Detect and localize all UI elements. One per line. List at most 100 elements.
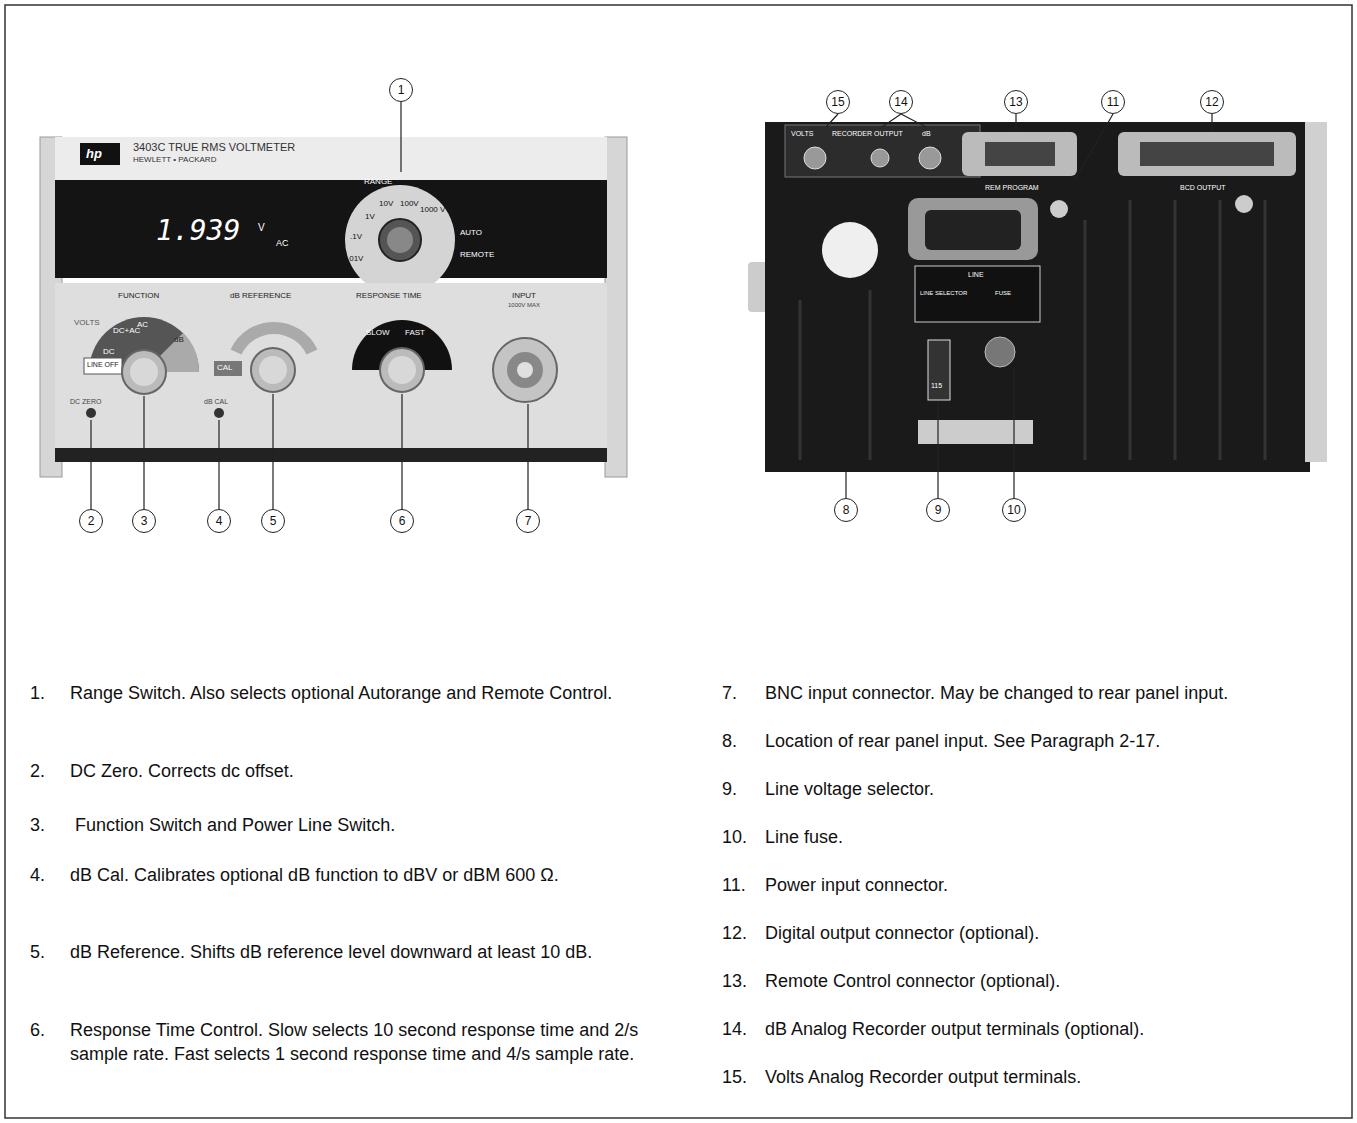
rear-input-hole: [822, 222, 878, 278]
panel-label: AC: [137, 320, 148, 330]
panel-label: 100V: [400, 199, 419, 209]
panel-label: VOLTS: [74, 318, 100, 328]
panel-label: DC+AC: [113, 326, 140, 336]
panel-label: hp: [86, 146, 102, 162]
range-knob: [379, 219, 421, 261]
screw: [1235, 195, 1253, 213]
function-knob: [122, 350, 166, 394]
response-knob: [380, 348, 424, 392]
item-number: 10.: [722, 825, 747, 849]
description-text: Line voltage selector.: [765, 777, 1340, 801]
panel-label: dB CAL: [204, 398, 228, 406]
panel-label: dB: [174, 335, 184, 345]
panel-label: LINE OFF: [87, 361, 119, 369]
description-text: Range Switch. Also selects optional Auto…: [70, 681, 645, 705]
panel-label: SLOW: [366, 328, 390, 338]
callout-number: 11: [1107, 95, 1119, 109]
recorder-terminal: [804, 147, 826, 169]
panel-label: .01V: [347, 254, 363, 264]
item-number: 6.: [30, 1018, 45, 1042]
description-text: Response Time Control. Slow selects 10 s…: [70, 1018, 645, 1066]
callout-number: 8: [843, 503, 850, 517]
description-text: BNC input connector. May be changed to r…: [765, 681, 1340, 705]
item-number: 9.: [722, 777, 737, 801]
panel-label: 115: [931, 382, 942, 390]
panel-label: FUNCTION: [118, 291, 159, 301]
callout-circle: 14: [889, 90, 913, 114]
bnc-input: [493, 338, 557, 402]
recorder-strip: [785, 125, 980, 177]
panel-label: LINE SELECTOR: [920, 290, 967, 297]
bnc-pin: [517, 362, 533, 378]
range-knob-cap: [387, 227, 413, 253]
db-reference-knob: [251, 348, 295, 392]
panel-label: AC: [276, 238, 289, 249]
callout-circle: 13: [1004, 90, 1028, 114]
vent-ribs: [800, 200, 1265, 460]
panel-label: RESPONSE TIME: [356, 291, 422, 301]
item-number: 12.: [722, 921, 747, 945]
range-dial: [345, 185, 455, 295]
item-number: 1.: [30, 681, 45, 705]
callout-number: 13: [1009, 95, 1022, 109]
callout-circle: 2: [79, 509, 103, 533]
callout-number: 7: [525, 514, 532, 528]
lower-panel: [55, 283, 607, 448]
callout-number: 5: [270, 514, 277, 528]
side-handle: [1305, 122, 1327, 462]
callout-number: 9: [935, 503, 942, 517]
display-reading: 1.939: [156, 214, 240, 248]
callout-number: 12: [1205, 95, 1218, 109]
panel-label: AUTO: [460, 228, 482, 238]
item-number: 14.: [722, 1017, 747, 1041]
callout-circle: 11: [1101, 90, 1125, 114]
callout-number: 14: [894, 95, 907, 109]
item-number: 4.: [30, 863, 45, 887]
callout-circle: 7: [516, 509, 540, 533]
description-text: dB Cal. Calibrates optional dB function …: [70, 863, 645, 887]
callout-circle: 12: [1200, 90, 1224, 114]
nameplate: [55, 137, 607, 180]
description-text: dB Analog Recorder output terminals (opt…: [765, 1017, 1340, 1041]
line-off-box: [84, 358, 122, 374]
connector-pins: [985, 142, 1055, 166]
panel-label: 3403C TRUE RMS VOLTMETER: [133, 141, 295, 154]
callout-number: 6: [399, 514, 406, 528]
description-text: Remote Control connector (optional).: [765, 969, 1340, 993]
item-number: 8.: [722, 729, 737, 753]
db-cal-adjust: [214, 408, 224, 418]
item-number: 5.: [30, 940, 45, 964]
side-handle: [605, 137, 627, 477]
line-plate: [915, 266, 1040, 322]
rear-panel: [765, 122, 1310, 472]
callout-number: 15: [831, 95, 844, 109]
dc-zero-adjust: [86, 408, 96, 418]
panel-label: CAL: [217, 363, 233, 373]
item-number: 11.: [722, 873, 746, 897]
panel-foot: [55, 448, 607, 462]
description-text: Location of rear panel input. See Paragr…: [765, 729, 1340, 753]
power-inlet-socket: [925, 210, 1021, 250]
description-text: dB Reference. Shifts dB reference level …: [70, 940, 645, 964]
callout-number: 2: [88, 514, 95, 528]
callout-number: 4: [216, 514, 223, 528]
callout-number: 3: [141, 514, 148, 528]
item-number: 15.: [722, 1065, 747, 1089]
callout-number: 1: [398, 83, 405, 97]
callout-circle: 8: [834, 498, 858, 522]
bnc-shell: [507, 352, 543, 388]
panel-label: FUSE: [995, 290, 1011, 297]
hp-logo: [80, 143, 120, 165]
panel-label: RANGE: [364, 177, 392, 187]
panel-label: REMOTE: [460, 250, 494, 260]
function-knob-cap: [130, 358, 158, 386]
description-text: Function Switch and Power Line Switch.: [75, 813, 650, 837]
callout-circle: 1: [389, 78, 413, 102]
description-text: Digital output connector (optional).: [765, 921, 1340, 945]
panel-label: LINE: [968, 271, 984, 279]
description-text: Line fuse.: [765, 825, 1340, 849]
page-border: [5, 5, 1352, 1118]
power-inlet: [908, 198, 1038, 260]
panel-label: RECORDER OUTPUT: [832, 130, 903, 138]
callout-circle: 3: [132, 509, 156, 533]
